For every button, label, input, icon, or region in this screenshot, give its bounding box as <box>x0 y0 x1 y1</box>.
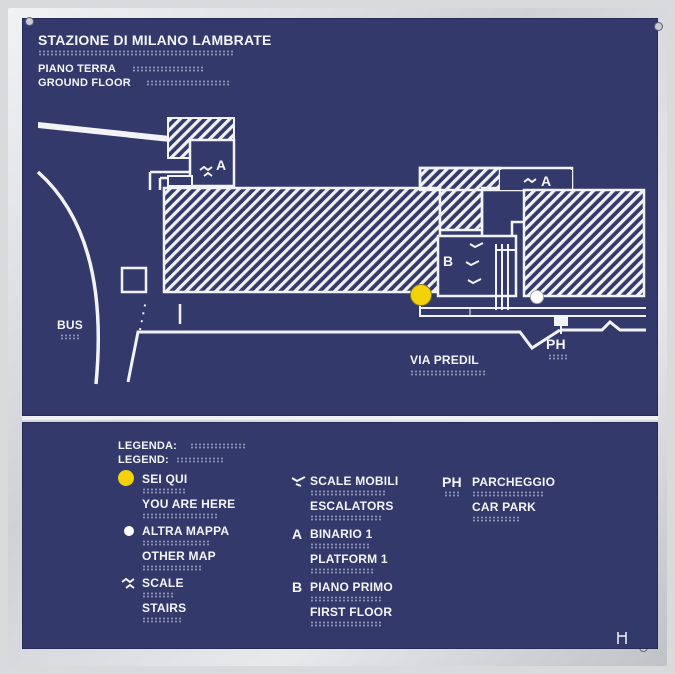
braille-other-en <box>142 565 202 571</box>
small-square <box>120 266 148 294</box>
platform-a-label-right: A <box>541 173 552 189</box>
stairs-icon-map <box>199 165 213 177</box>
escalator-marks <box>465 242 484 285</box>
legend-other-en: OTHER MAP <box>142 549 216 563</box>
legend-title-en: LEGEND: <box>118 454 169 466</box>
braille-ph-symbol <box>444 491 460 497</box>
braille-floor-b-it <box>310 596 382 602</box>
legend-a-symbol: A <box>292 526 303 542</box>
legend-b-symbol: B <box>292 579 303 595</box>
floor-label-en: GROUND FLOOR <box>38 77 131 89</box>
you-are-here-legend-icon <box>118 470 134 486</box>
road-right <box>560 319 646 332</box>
legend-platform-it: BINARIO 1 <box>310 527 373 541</box>
braille-stairs-en <box>142 617 182 623</box>
access-road <box>38 122 170 142</box>
floor-label-it: PIANO TERRA <box>38 63 116 75</box>
braille-escalators-en <box>310 515 382 521</box>
braille-legend-en <box>176 457 224 463</box>
legend-here-it: SEI QUI <box>142 472 188 486</box>
legend-parking-en: CAR PARK <box>472 500 537 514</box>
braille-other-it <box>142 540 210 546</box>
legend-floor-en: FIRST FLOOR <box>310 605 393 619</box>
street-label: VIA PREDIL <box>410 353 479 367</box>
braille-platform-it <box>310 543 370 549</box>
connector-box <box>167 175 193 187</box>
legend-escalators-en: ESCALATORS <box>310 499 394 513</box>
stairs-lines <box>495 244 516 310</box>
braille-bus <box>60 334 80 340</box>
first-floor-label: B <box>443 253 454 269</box>
braille-stairs-it <box>142 592 174 598</box>
braille-floor-en <box>146 80 230 86</box>
braille-escalators-it <box>310 490 386 496</box>
screw <box>654 22 663 31</box>
braille-street <box>410 370 486 376</box>
legend-parking-it: PARCHEGGIO <box>472 475 556 489</box>
parking-map-label: PH <box>546 336 566 352</box>
other-map-marker <box>530 290 544 304</box>
legend-stairs-it: SCALE <box>142 576 184 590</box>
braille-floor-b-en <box>310 621 382 627</box>
braille-legend-it <box>190 443 246 449</box>
braille-here-en <box>142 513 218 519</box>
stairs-room-a <box>188 138 236 188</box>
braille-floor-it <box>132 66 204 72</box>
station-title: STAZIONE DI MILANO LAMBRATE <box>38 32 272 48</box>
braille-parking-map <box>548 354 568 360</box>
road-lower <box>126 328 561 383</box>
legend-platform-en: PLATFORM 1 <box>310 552 388 566</box>
platform-a-label-left: A <box>216 157 227 173</box>
legend-ph-symbol: PH <box>442 474 462 490</box>
building-right <box>522 188 646 298</box>
legend-here-en: YOU ARE HERE <box>142 497 236 511</box>
legend-stairs-en: STAIRS <box>142 601 187 615</box>
screw <box>25 17 34 26</box>
you-are-here-marker <box>410 284 432 306</box>
corridor-right <box>480 190 528 240</box>
braille-platform-en <box>310 568 374 574</box>
legend-other-it: ALTRA MAPPA <box>142 524 230 538</box>
other-map-legend-icon <box>124 526 134 536</box>
legend-title-it: LEGENDA: <box>118 440 178 452</box>
main-building <box>162 186 442 294</box>
legend-floor-it: PIANO PRIMO <box>310 580 393 594</box>
braille-parking-it <box>472 491 544 497</box>
stairs-icon-map-2 <box>523 177 537 184</box>
curved-road <box>36 170 100 385</box>
braille-title <box>38 50 234 56</box>
braille-here-it <box>142 488 186 494</box>
legend-escalators-it: SCALE MOBILI <box>310 474 399 488</box>
parking-marker <box>554 316 568 326</box>
dotted-path <box>139 299 147 331</box>
connector-left <box>148 170 190 190</box>
braille-parking-en <box>472 516 520 522</box>
bus-label: BUS <box>57 318 83 332</box>
